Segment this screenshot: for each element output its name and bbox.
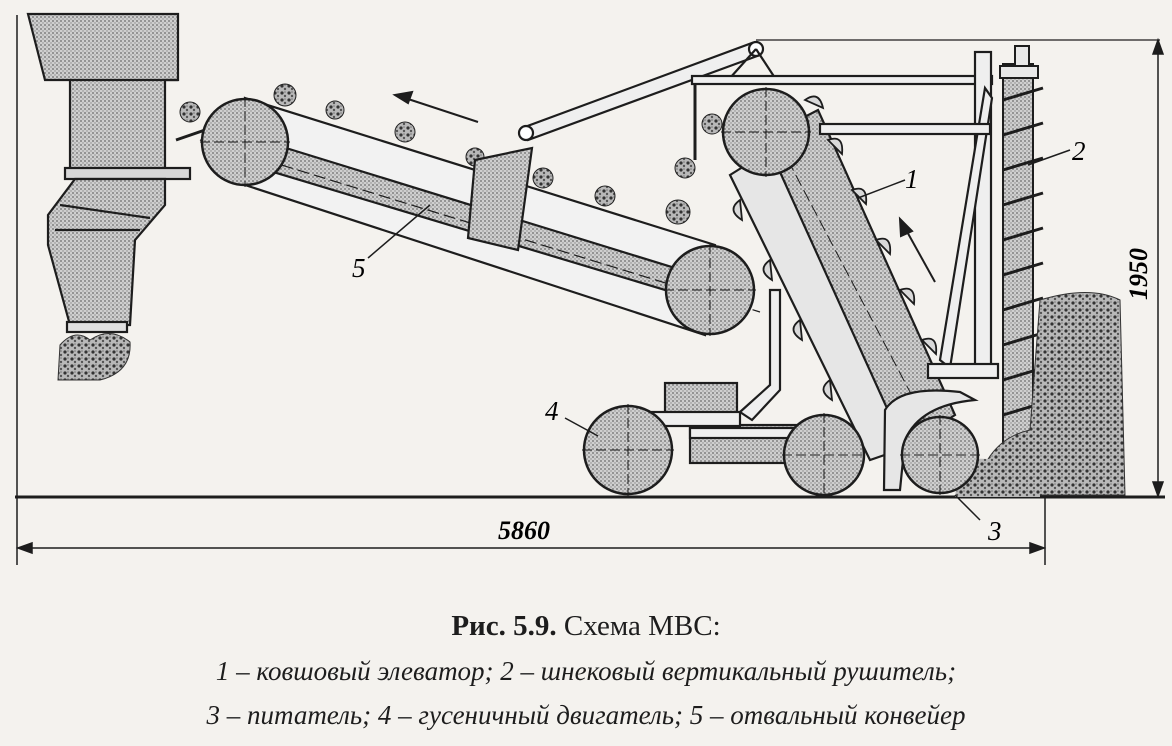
length-label: 5860 [498, 516, 550, 545]
material-stockpile [974, 292, 1126, 496]
direction-arrow-conveyor [392, 90, 479, 123]
elevator-buckets [732, 95, 938, 402]
part-label-3: 3 [987, 516, 1002, 546]
discharge-pile [57, 333, 131, 381]
vertical-frame [818, 50, 1000, 380]
conveyor-drum-upper [200, 97, 290, 187]
figure-label: Рис. 5.9. [451, 610, 557, 642]
figure-legend-line-2: 3 – питатель; 4 – гусеничный двигатель; … [206, 700, 966, 730]
crawler-wheel-middle [782, 413, 866, 497]
part-label-5: 5 [352, 253, 366, 283]
part-label-1: 1 [905, 164, 919, 194]
figure-caption-title: Рис. 5.9. Схема МВС: [0, 610, 1172, 643]
part-label-2: 2 [1072, 136, 1086, 166]
figure-legend-line-1: 1 – ковшовый элеватор; 2 – шнековый верт… [215, 656, 957, 686]
part-label-4: 4 [545, 396, 559, 426]
vertical-auger [999, 45, 1044, 465]
leader-lines [367, 149, 1071, 521]
mvs-schematic: 5860 1950 1 2 3 4 5 [15, 12, 1165, 565]
conveyed-material [179, 83, 723, 225]
figure-title: Схема МВС: [563, 610, 721, 642]
dimension-height [1151, 37, 1165, 499]
crawler-wheel-rear [582, 404, 674, 496]
hopper [26, 12, 192, 334]
direction-arrow-elevator [898, 216, 936, 283]
elevator-head-drum [721, 87, 811, 177]
feeder [882, 389, 980, 495]
conveyor-drum-lower [664, 244, 756, 336]
dimension-length [15, 497, 1047, 565]
height-label: 1950 [1124, 248, 1153, 300]
